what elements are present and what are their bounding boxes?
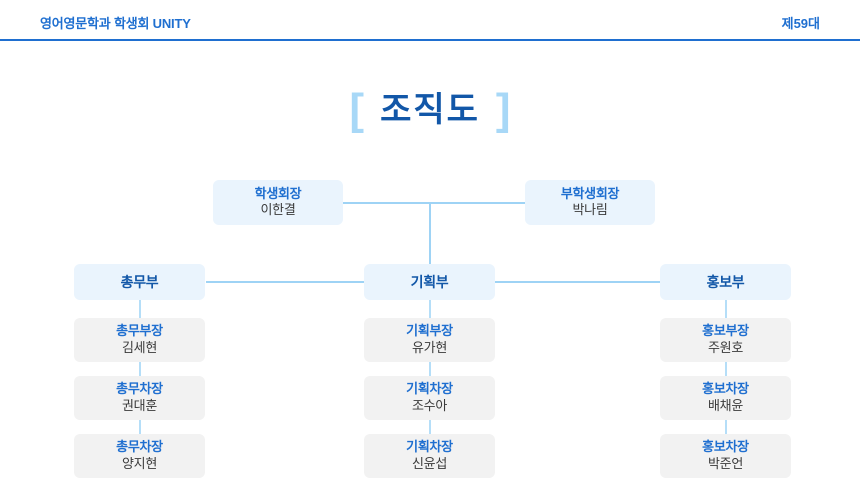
member-name: 김세현: [122, 339, 157, 355]
vice-president-role: 부학생회장: [560, 185, 620, 201]
connector-dept-stem-pr: [725, 300, 727, 318]
term-label: 제59대: [781, 16, 820, 31]
node-member-pr-1[interactable]: 홍보차장 배채윤: [660, 376, 791, 420]
department-label-pr: 홍보부: [706, 273, 745, 290]
connector-dept-bus-right: [495, 281, 661, 283]
member-name: 주원호: [708, 339, 743, 355]
connector-member-stem-planning-1: [429, 362, 431, 376]
member-name: 유가현: [412, 339, 447, 355]
node-member-pr-2[interactable]: 홍보차장 박준언: [660, 434, 791, 478]
connector-dept-stem-planning: [429, 300, 431, 318]
node-member-pr-0[interactable]: 홍보부장 주원호: [660, 318, 791, 362]
member-role: 총무차장: [116, 381, 163, 397]
connector-member-stem-planning-2: [429, 420, 431, 434]
connector-dept-stem-general: [139, 300, 141, 318]
member-role: 총무부장: [116, 323, 163, 339]
president-role: 학생회장: [254, 185, 302, 201]
node-vice-president[interactable]: 부학생회장 박나림: [525, 180, 655, 225]
member-role: 기획차장: [406, 439, 453, 455]
member-role: 총무차장: [116, 439, 163, 455]
connector-member-stem-pr-1: [725, 362, 727, 376]
node-department-planning[interactable]: 기획부: [364, 264, 495, 300]
connector-member-stem-pr-2: [725, 420, 727, 434]
member-role: 홍보차장: [702, 381, 749, 397]
member-name: 조수아: [412, 397, 447, 413]
node-member-general-2[interactable]: 총무차장 양지현: [74, 434, 205, 478]
connector-member-stem-general-2: [139, 420, 141, 434]
department-label-planning: 기획부: [410, 273, 449, 290]
member-role: 기획차장: [406, 381, 453, 397]
connector-center-vertical: [429, 202, 431, 265]
page-header: 영어영문학과 학생회 UNITY 제59대: [0, 0, 860, 41]
connector-dept-bus-left: [206, 281, 365, 283]
president-name: 이한결: [260, 202, 296, 218]
page-title-text: 조직도: [380, 91, 480, 129]
member-role: 홍보차장: [702, 439, 749, 455]
node-president[interactable]: 학생회장 이한결: [213, 180, 343, 225]
connector-vicepresident-horizontal: [429, 202, 525, 204]
node-member-planning-2[interactable]: 기획차장 신윤섭: [364, 434, 495, 478]
member-role: 기획부장: [406, 323, 453, 339]
node-department-general-affairs[interactable]: 총무부: [74, 264, 205, 300]
member-role: 홍보부장: [702, 323, 749, 339]
bracket-left-icon: [: [349, 85, 365, 134]
brand-title: 영어영문학과 학생회 UNITY: [40, 16, 191, 31]
node-member-general-0[interactable]: 총무부장 김세현: [74, 318, 205, 362]
member-name: 양지현: [122, 455, 157, 471]
member-name: 배채윤: [708, 397, 743, 413]
member-name: 권대훈: [122, 397, 157, 413]
node-department-pr[interactable]: 홍보부: [660, 264, 791, 300]
node-member-planning-1[interactable]: 기획차장 조수아: [364, 376, 495, 420]
vice-president-name: 박나림: [572, 202, 608, 218]
bracket-right-icon: ]: [495, 85, 511, 134]
connector-president-horizontal: [343, 202, 431, 204]
member-name: 박준언: [708, 455, 743, 471]
page-title: [ 조직도]: [0, 88, 860, 132]
connector-member-stem-general-1: [139, 362, 141, 376]
node-member-planning-0[interactable]: 기획부장 유가현: [364, 318, 495, 362]
member-name: 신윤섭: [412, 455, 447, 471]
node-member-general-1[interactable]: 총무차장 권대훈: [74, 376, 205, 420]
department-label-general-affairs: 총무부: [120, 273, 159, 290]
